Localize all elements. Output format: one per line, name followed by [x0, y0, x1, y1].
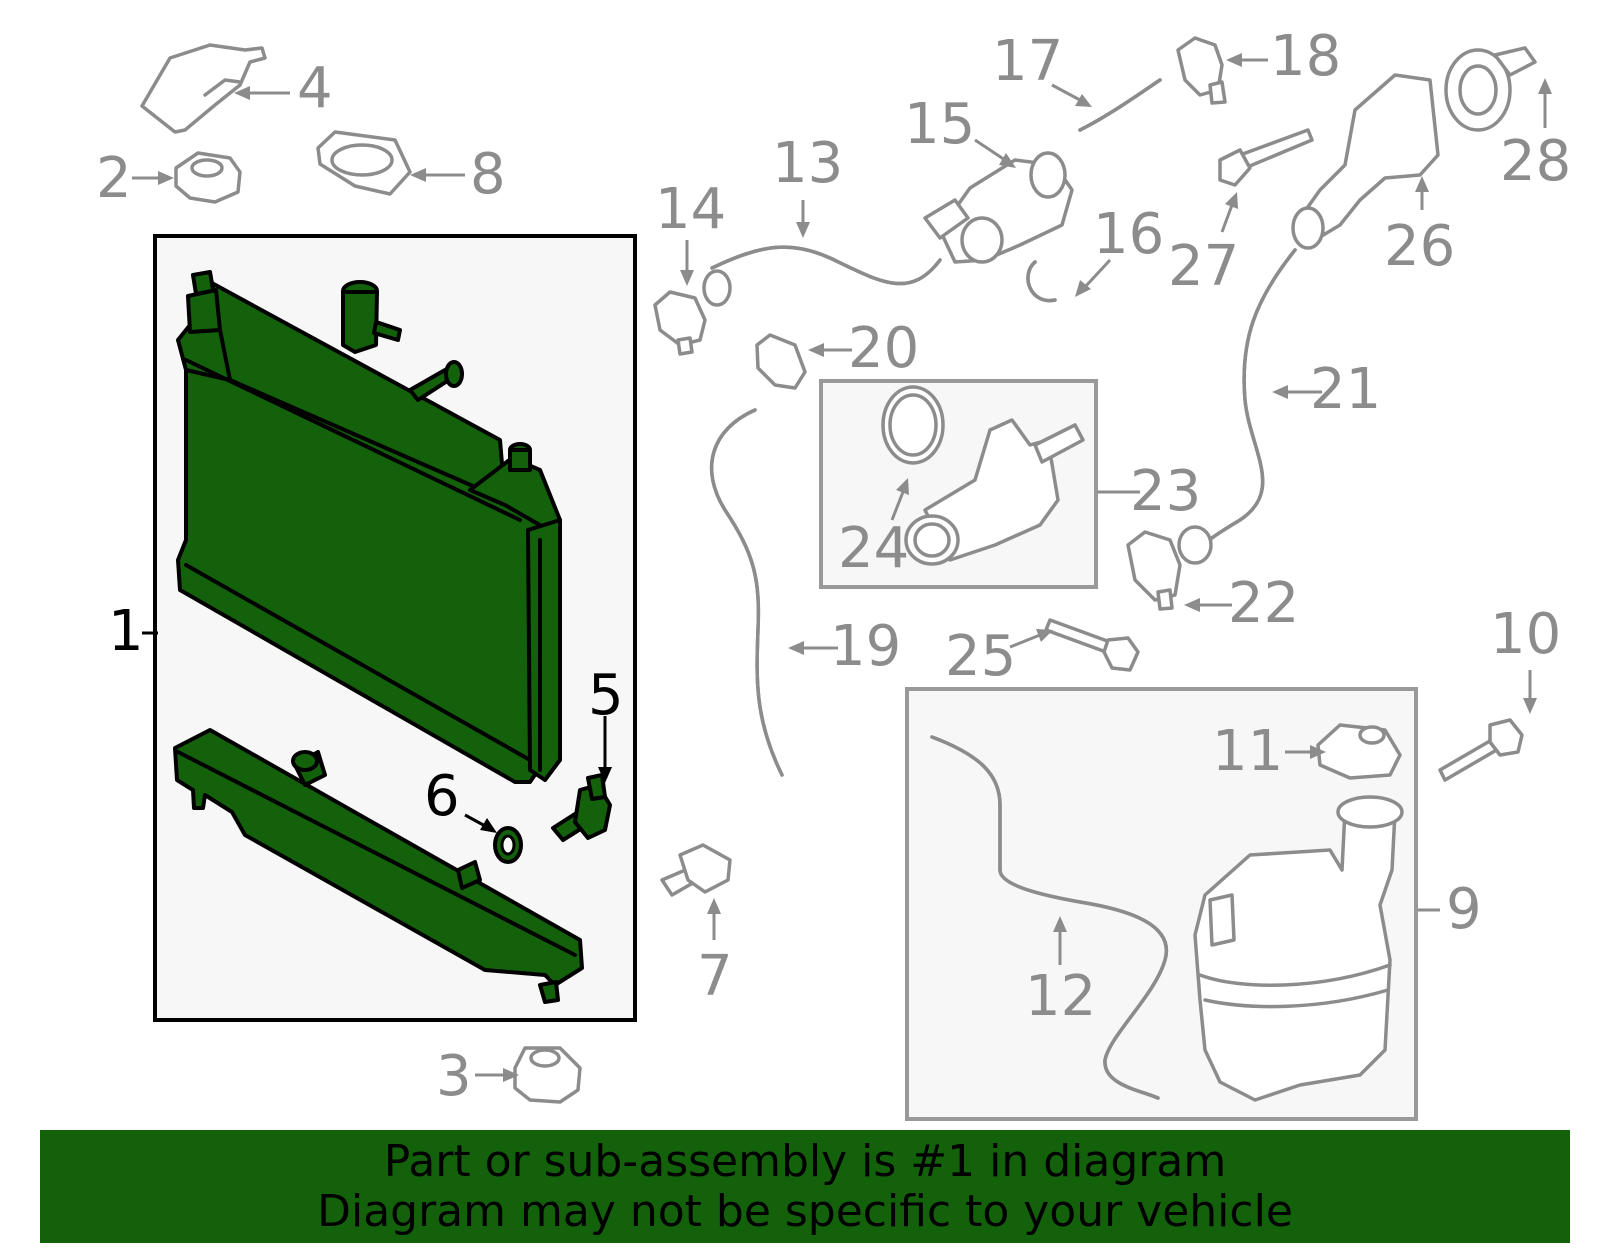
callout-2: 2	[96, 146, 132, 211]
callout-15: 15	[904, 92, 975, 157]
hose-part-13[interactable]	[702, 245, 942, 307]
info-banner: Part or sub-assembly is #1 in diagram Di…	[40, 1130, 1570, 1243]
reservoir-cap-part-11[interactable]	[1316, 723, 1402, 780]
callout-12: 12	[1025, 964, 1096, 1029]
callout-17: 17	[992, 29, 1063, 94]
banner-line-1: Part or sub-assembly is #1 in diagram	[383, 1135, 1227, 1187]
callout-21: 21	[1310, 357, 1381, 422]
callout-1: 1	[108, 599, 144, 664]
clamp-part-18[interactable]	[1176, 36, 1227, 105]
air-guide-part-4[interactable]	[140, 43, 267, 134]
overflow-hose-part-12[interactable]	[930, 735, 1169, 1100]
hose-part-19[interactable]	[709, 408, 784, 777]
hose-part-21[interactable]	[1177, 248, 1297, 565]
callout-27: 27	[1168, 234, 1239, 299]
callout-13: 13	[772, 131, 843, 196]
thermostat-part-28[interactable]	[1444, 46, 1537, 132]
callout-18: 18	[1270, 24, 1341, 89]
callout-8: 8	[470, 142, 506, 207]
callout-4: 4	[297, 56, 333, 121]
callout-25: 25	[945, 624, 1016, 689]
bolt-part-25[interactable]	[1044, 618, 1140, 672]
mount-part-2[interactable]	[174, 151, 242, 204]
callout-10: 10	[1490, 602, 1561, 667]
callout-26: 26	[1384, 214, 1455, 279]
water-outlet-part-23[interactable]	[904, 418, 1085, 566]
banner-line-2: Diagram may not be specific to your vehi…	[317, 1185, 1293, 1237]
mount-part-3[interactable]	[513, 1046, 582, 1104]
bolt-part-10[interactable]	[1438, 718, 1524, 782]
gasket-part-24[interactable]	[881, 385, 945, 465]
callout-20: 20	[848, 316, 919, 381]
clamp-part-14[interactable]	[653, 290, 707, 356]
radiator-assembly[interactable]	[176, 270, 562, 784]
callout-16: 16	[1093, 202, 1164, 267]
clamp-part-20[interactable]	[755, 333, 807, 390]
cap-part-8[interactable]	[316, 130, 412, 196]
callout-23: 23	[1130, 459, 1201, 524]
reservoir-tank-part-9[interactable]	[1193, 795, 1404, 1102]
callout-22: 22	[1228, 571, 1299, 636]
radiator-lower-tank[interactable]	[173, 728, 584, 1004]
fitting-part-15[interactable]	[923, 151, 1074, 264]
callout-5: 5	[588, 663, 624, 728]
leader-lines	[132, 53, 1552, 1082]
small-hose-part-16[interactable]	[1026, 260, 1057, 303]
callout-9: 9	[1446, 877, 1482, 942]
callout-24: 24	[838, 516, 909, 581]
callout-3: 3	[436, 1044, 472, 1109]
callout-19: 19	[830, 614, 901, 679]
bolt-part-27[interactable]	[1218, 128, 1314, 187]
callout-11: 11	[1212, 719, 1283, 784]
callout-6: 6	[424, 764, 460, 829]
callout-labels: 1 2 3 4 5 6 7 8 9 10 11 12 13 14 15 16 1…	[96, 24, 1571, 1109]
sensor-part-7[interactable]	[660, 843, 732, 897]
drain-valve-part-5[interactable]	[551, 773, 612, 842]
callout-7: 7	[697, 944, 733, 1009]
clamp-part-22[interactable]	[1126, 530, 1182, 611]
o-ring-part-6[interactable]	[493, 826, 523, 864]
callout-28: 28	[1500, 129, 1571, 194]
housing-part-26[interactable]	[1291, 73, 1440, 250]
callout-14: 14	[655, 177, 726, 242]
hose-part-17[interactable]	[1078, 78, 1162, 132]
